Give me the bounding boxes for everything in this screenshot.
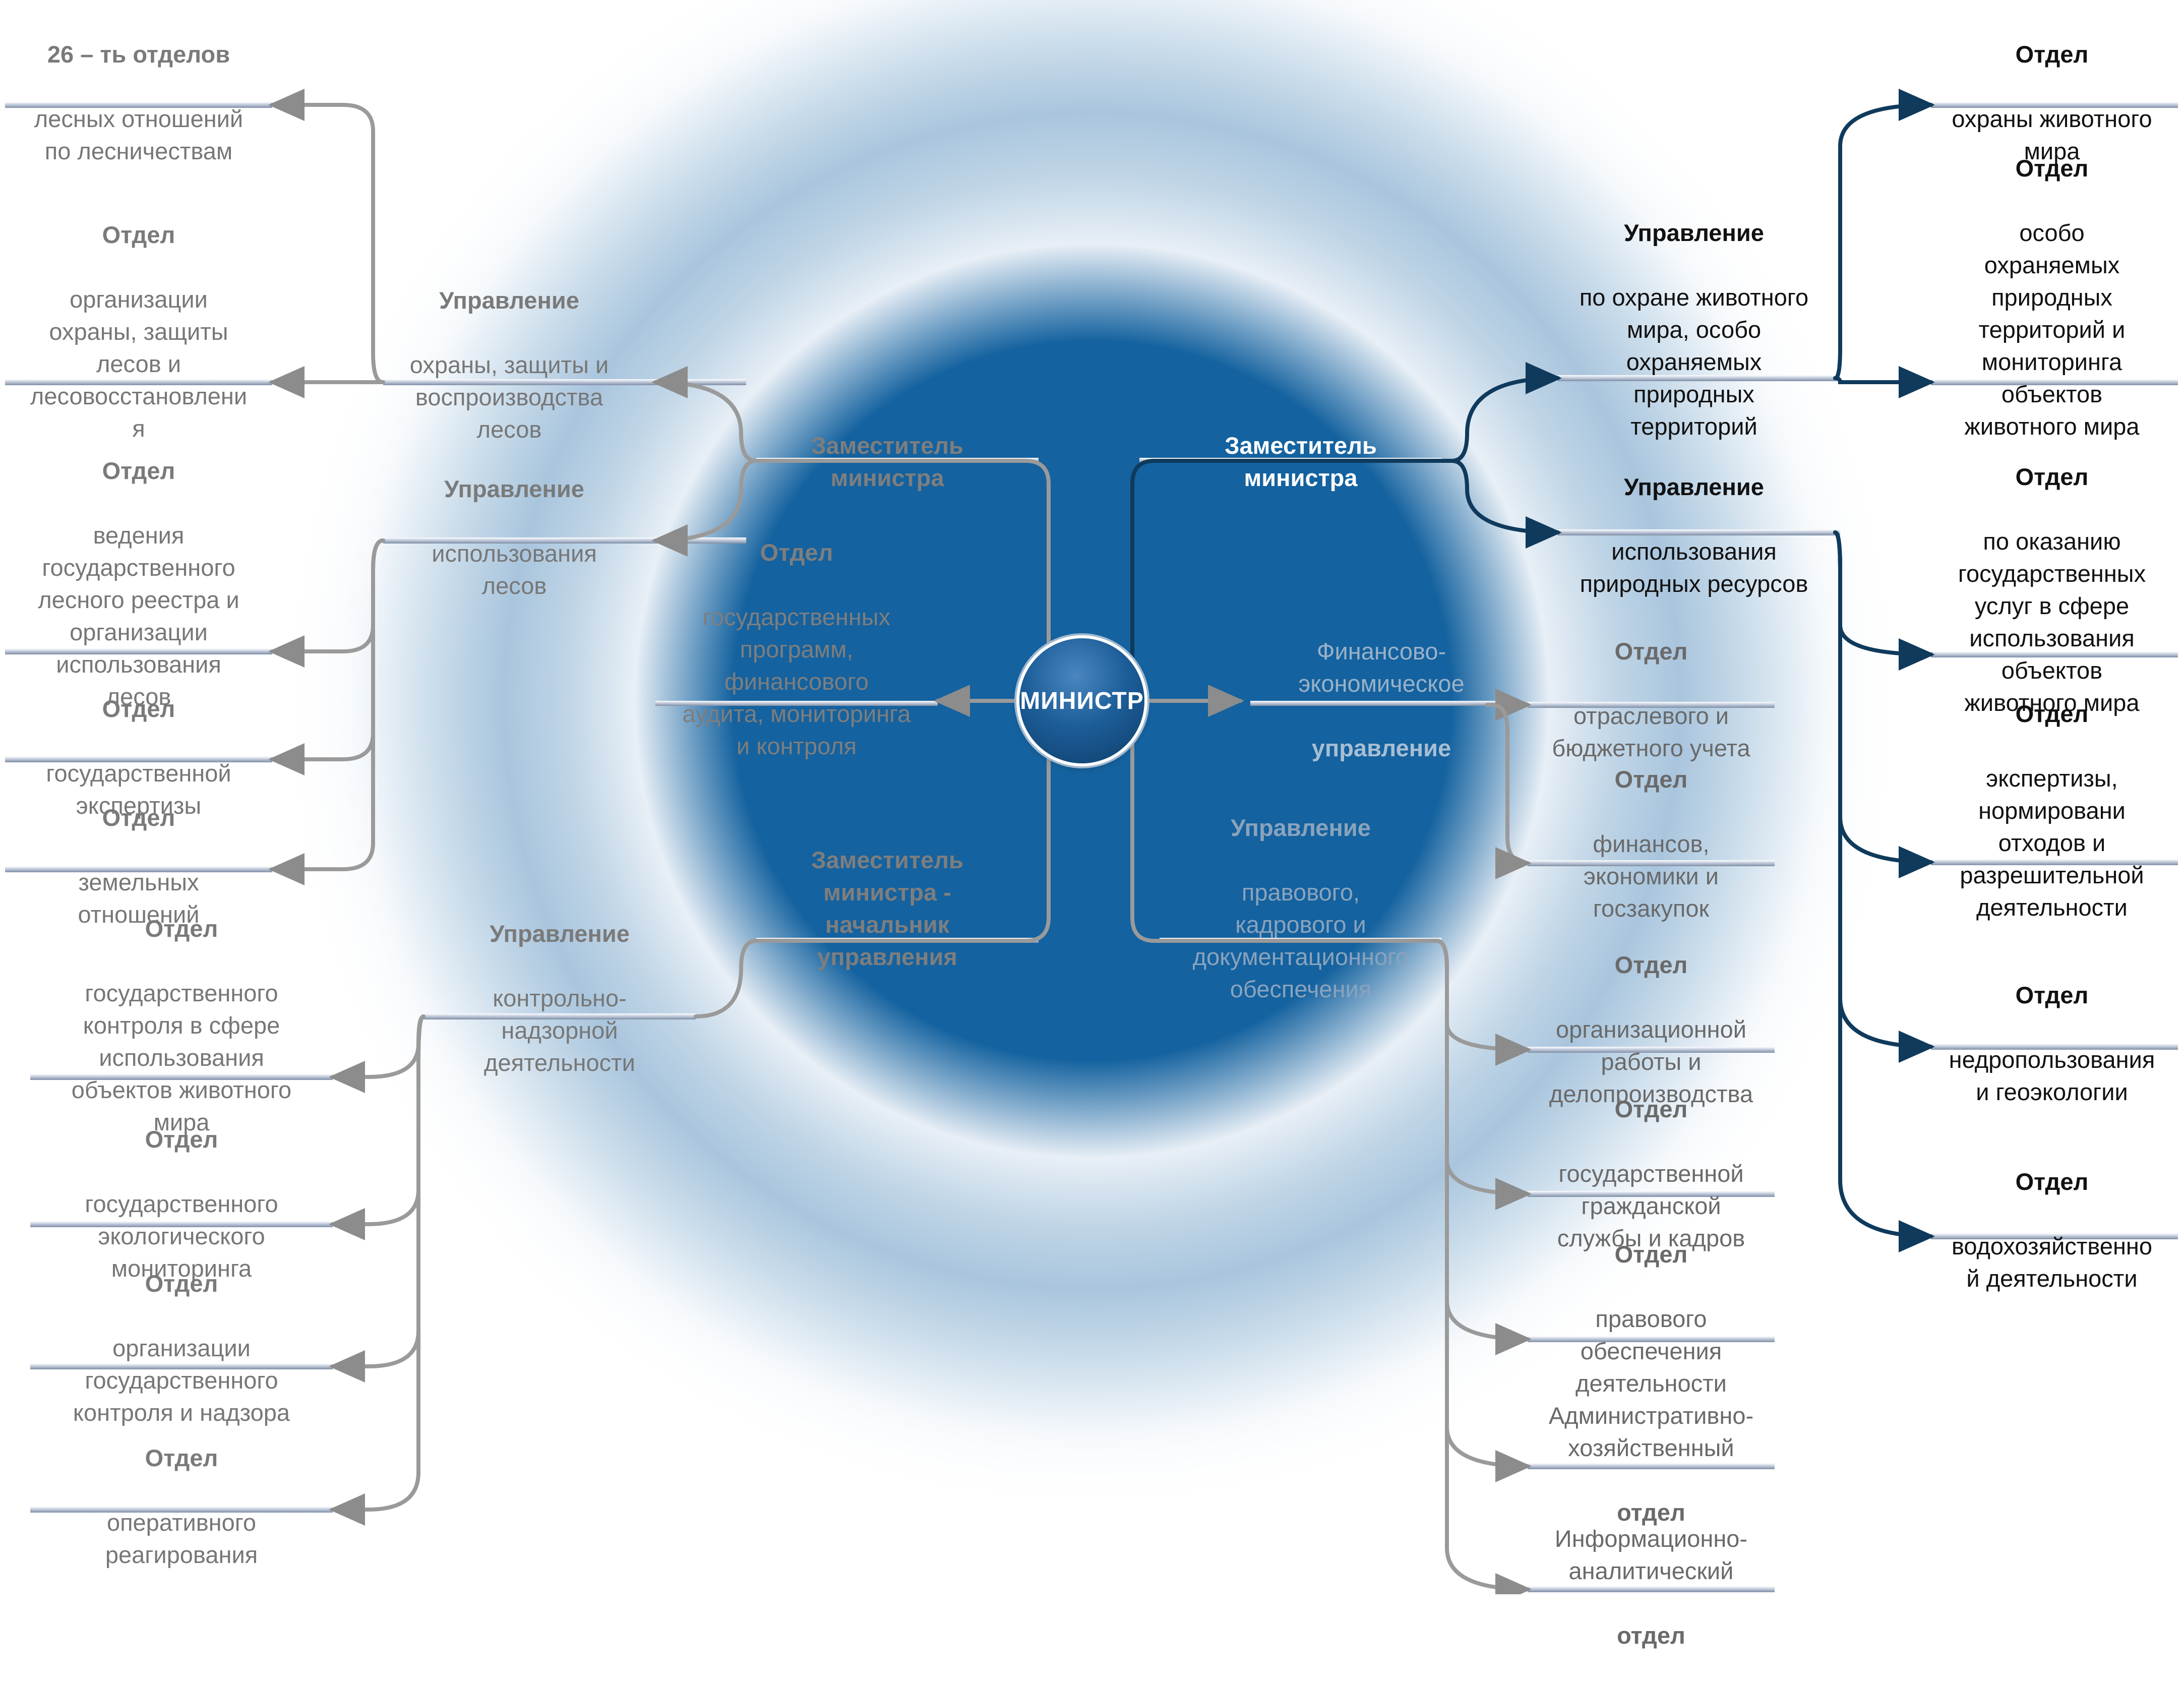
dept-org-work: Отдел организационной работы и делопроиз… (1549, 951, 1753, 1107)
mgmt-control-supervision: Управление контрольно- надзорной деятель… (484, 920, 635, 1076)
dept-state-programs: Отдел государственных программ, финансов… (682, 539, 911, 759)
mgmt-forest-protection: Управление охраны, защиты и воспроизводс… (409, 287, 609, 443)
dept-org-state-control: Отдел организации государственного контр… (73, 1270, 290, 1426)
mgmt-wildlife-protection: Управление по охране животного мира, осо… (1579, 219, 1809, 440)
dept-finance-procurement: Отдел финансов, экономики и госзакупок (1583, 766, 1719, 922)
mgmt-legal-hr-docs: Управление правового, кадрового и докуме… (1192, 814, 1409, 1002)
dept-land-relations: Отдел земельных отношений (78, 804, 200, 928)
dept-budget-accounting: Отдел отраслевого и бюджетного учета (1552, 638, 1750, 761)
mgmt-natural-resources: Управление использования природных ресур… (1580, 473, 1808, 597)
deputy-minister-left-top: Заместитель министра (811, 432, 963, 491)
minister-node[interactable]: МИНИСТР (1019, 638, 1144, 763)
dark-connectors (1130, 89, 1935, 1252)
dept-state-services: Отдел по оказанию государственных услуг … (1958, 463, 2146, 716)
deputy-minister-right-top: Заместитель министра (1225, 432, 1377, 491)
grey-connectors (268, 89, 1532, 1594)
dept-org-forest-protection: Отдел организации охраны, защиты лесов и… (30, 221, 248, 442)
dept-wildlife-protection: Отдел охраны животного мира (1952, 41, 2152, 164)
dept-wildlife-control: Отдел государственного контроля в сфере … (71, 915, 292, 1135)
dept-operative-response: Отдел оперативного реагирования (105, 1445, 258, 1568)
mgmt-finance-economic: Финансово- экономическое управление (1298, 638, 1465, 761)
dept-legal-support: Отдел правового обеспечения деятельности (1575, 1241, 1727, 1397)
dept-info-analytics: Информационно- аналитический отдел (1554, 1525, 1748, 1649)
dept-subsoil-geoecology: Отдел недропользования и геоэкологии (1949, 982, 2155, 1105)
deputy-minister-head: Заместитель министра - начальник управле… (811, 847, 963, 970)
minister-label: МИНИСТР (1020, 687, 1144, 714)
dept-26-forestries: 26 – ть отделов лесных отношений по лесн… (34, 41, 244, 164)
dept-waste-expertise: Отдел экспертизы, нормировани отходов и … (1960, 700, 2144, 921)
dept-civil-service: Отдел государственной гражданской службы… (1557, 1096, 1745, 1251)
dept-eco-monitoring: Отдел государственного экологического мо… (85, 1126, 278, 1282)
dept-admin-economic: Административно- хозяйственный отдел (1548, 1402, 1754, 1526)
dept-protected-territories: Отдел особо охраняемых природных террито… (1964, 155, 2140, 440)
dept-forest-registry: Отдел ведения государственного лесного р… (38, 457, 239, 710)
dept-water-management: Отдел водохозяйственно й деятельности (1951, 1168, 2153, 1292)
dept-state-expertise: Отдел государственной экспертизы (46, 695, 231, 819)
mgmt-forest-use: Управление использования лесов (432, 475, 597, 599)
